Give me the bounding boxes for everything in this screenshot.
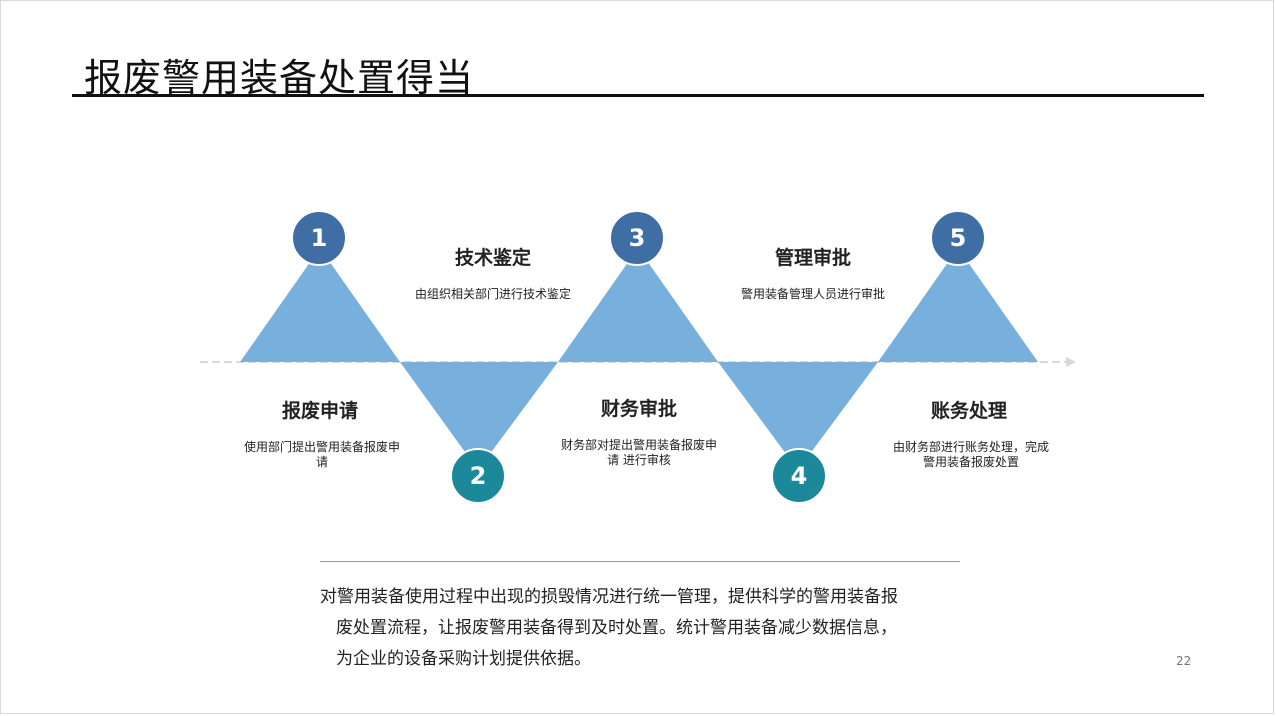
step-3-title: 财务审批 bbox=[600, 398, 677, 420]
title-underline bbox=[72, 94, 1204, 97]
summary-line: 为企业的设备采购计划提供依据。 bbox=[336, 649, 591, 669]
step-1-number: 1 bbox=[291, 210, 347, 266]
step-2-title: 技术鉴定 bbox=[454, 247, 531, 269]
summary-text: 对警用装备使用过程中出现的损毁情况进行统一管理，提供科学的警用装备报 废处置流程… bbox=[320, 582, 960, 675]
step-1-desc: 使用部门提出警用装备报废申请 bbox=[243, 440, 400, 469]
page-title: 报废警用装备处置得当 bbox=[84, 56, 475, 100]
triangle-step-3 bbox=[558, 248, 718, 362]
triangle-step-2 bbox=[400, 362, 558, 470]
triangle-step-4 bbox=[718, 362, 878, 470]
summary-line: 对警用装备使用过程中出现的损毁情况进行统一管理，提供科学的警用装备报 bbox=[320, 587, 898, 607]
step-1-title: 报废申请 bbox=[281, 400, 358, 422]
step-3-number: 3 bbox=[609, 210, 665, 266]
timeline-arrowhead bbox=[1066, 357, 1076, 367]
summary-divider bbox=[320, 561, 960, 562]
step-4-number: 4 bbox=[771, 448, 827, 504]
page-number: 22 bbox=[1176, 654, 1192, 668]
triangle-step-1 bbox=[240, 248, 400, 362]
step-4-title: 管理审批 bbox=[774, 247, 851, 269]
step-2-desc: 由组织相关部门进行技术鉴定 bbox=[414, 287, 571, 301]
step-5-desc: 由财务部进行账务处理，完成警用装备报废处置 bbox=[892, 440, 1049, 469]
step-3-desc: 财务部对提出警用装备报废申请 进行审核 bbox=[560, 438, 717, 467]
step-4-desc: 警用装备管理人员进行审批 bbox=[740, 287, 885, 301]
step-5-number: 5 bbox=[930, 210, 986, 266]
step-5-title: 账务处理 bbox=[930, 400, 1007, 422]
step-2-number: 2 bbox=[450, 448, 506, 504]
summary-line: 废处置流程，让报废警用装备得到及时处置。统计警用装备减少数据信息， bbox=[336, 618, 897, 638]
triangle-step-5 bbox=[878, 248, 1038, 362]
